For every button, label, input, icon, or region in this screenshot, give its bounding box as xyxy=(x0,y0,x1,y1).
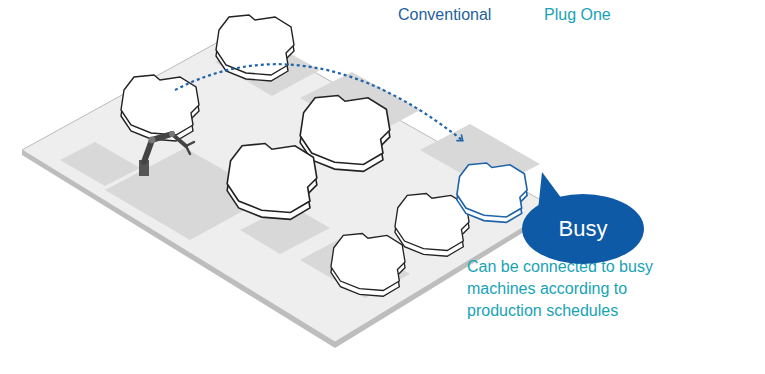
speech-bubble: Busy xyxy=(522,194,644,264)
legend-label: Plug One xyxy=(544,6,611,24)
bubble-text: Busy xyxy=(522,216,644,242)
caption-note: Can be connected to busy machines accord… xyxy=(467,256,702,322)
robot-arm xyxy=(139,131,194,176)
legend-label: Conventional xyxy=(398,6,491,24)
